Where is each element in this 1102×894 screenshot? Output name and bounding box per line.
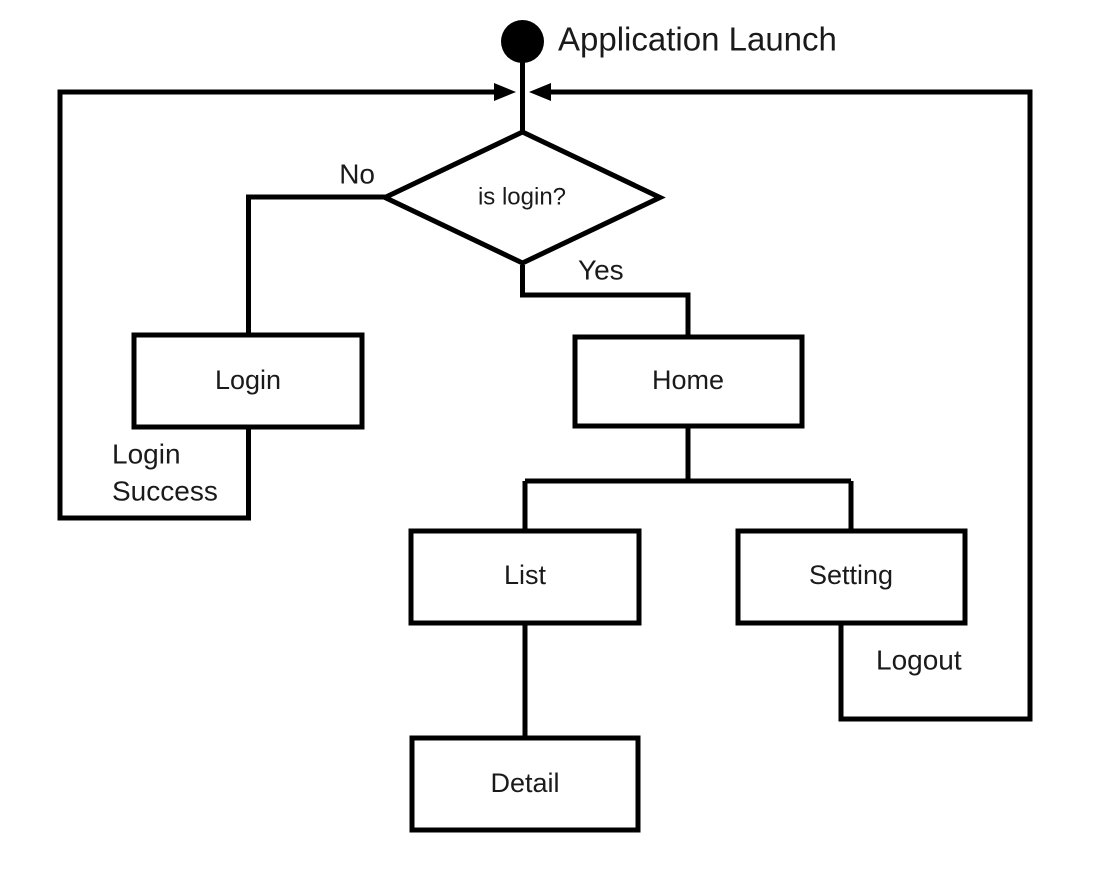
edge-label-login-success-line1: Login bbox=[112, 438, 181, 469]
edge-yes-to-home bbox=[520, 265, 691, 337]
login-label: Login bbox=[215, 365, 281, 395]
home-label: Home bbox=[652, 365, 724, 395]
node-home-box[interactable] bbox=[572, 334, 805, 429]
detail-label: Detail bbox=[490, 768, 559, 798]
arrowhead-login-success bbox=[494, 83, 516, 101]
node-decision-is-login[interactable] bbox=[379, 129, 666, 266]
arrowhead-logout bbox=[529, 83, 551, 101]
edge-logout-loop bbox=[548, 89, 1033, 722]
setting-label: Setting bbox=[809, 560, 893, 590]
node-login-box[interactable] bbox=[131, 332, 365, 430]
edge-label-yes: Yes bbox=[578, 254, 624, 285]
node-setting-box[interactable] bbox=[735, 528, 968, 626]
node-list-box[interactable] bbox=[408, 528, 642, 626]
edge-label-login-success-line2: Success bbox=[112, 475, 218, 506]
edge-label-logout: Logout bbox=[876, 644, 962, 675]
decision-label: is login? bbox=[478, 183, 566, 210]
node-start-circle[interactable] bbox=[501, 20, 544, 63]
list-label: List bbox=[504, 560, 547, 590]
edge-no-to-login bbox=[246, 194, 385, 335]
edge-login-success-loop bbox=[57, 89, 497, 521]
edge-label-no: No bbox=[339, 158, 375, 189]
node-detail-box[interactable] bbox=[409, 735, 641, 833]
start-node-title: Application Launch bbox=[558, 21, 837, 58]
